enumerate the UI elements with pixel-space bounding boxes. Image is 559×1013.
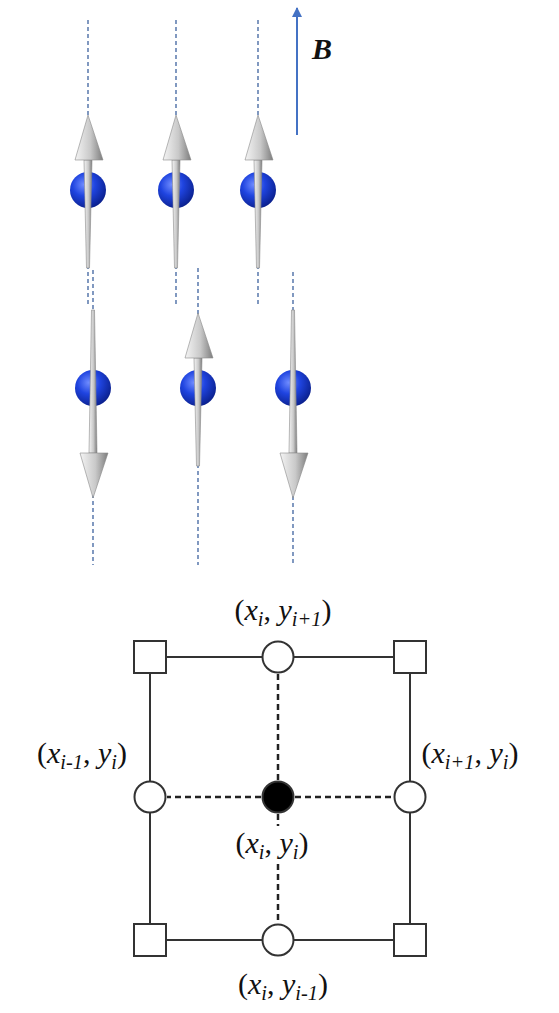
spin-arrow bbox=[245, 115, 273, 268]
spin-arrow bbox=[75, 115, 103, 268]
dashed-bond bbox=[167, 796, 261, 799]
coordinate-label: (xi, yi-1) bbox=[236, 967, 330, 1005]
coordinate-label: (xi-1, yi) bbox=[35, 736, 129, 774]
corner-square bbox=[134, 641, 166, 673]
spin-arrow bbox=[280, 310, 308, 498]
site-circle bbox=[133, 780, 167, 814]
spin-arrow bbox=[80, 310, 108, 498]
lattice-site: (xi-1, yi) bbox=[133, 780, 167, 814]
spin-arrow bbox=[185, 313, 213, 466]
site-circle bbox=[261, 640, 295, 674]
corner-square bbox=[134, 924, 166, 956]
corner-square bbox=[394, 641, 426, 673]
corner-square bbox=[394, 924, 426, 956]
coordinate-label: (xi+1, yi) bbox=[420, 736, 521, 774]
lattice-frame bbox=[134, 641, 426, 956]
field-arrow bbox=[296, 8, 298, 135]
site-circle bbox=[261, 923, 295, 957]
field-label: B bbox=[312, 34, 332, 64]
lattice-site: (xi, yi) bbox=[261, 780, 295, 814]
coordinate-label: (xi, yi) bbox=[234, 826, 311, 864]
dashed-bond bbox=[295, 796, 393, 799]
coordinate-label: (xi, yi+1) bbox=[233, 593, 334, 631]
lattice-site: (xi, yi+1) bbox=[261, 640, 295, 674]
lattice-site: (xi, yi-1) bbox=[261, 923, 295, 957]
site-circle bbox=[261, 780, 295, 814]
spin-arrow bbox=[163, 115, 191, 268]
site-circle bbox=[393, 780, 427, 814]
dashed-bond bbox=[277, 674, 280, 780]
lattice-site: (xi+1, yi) bbox=[393, 780, 427, 814]
